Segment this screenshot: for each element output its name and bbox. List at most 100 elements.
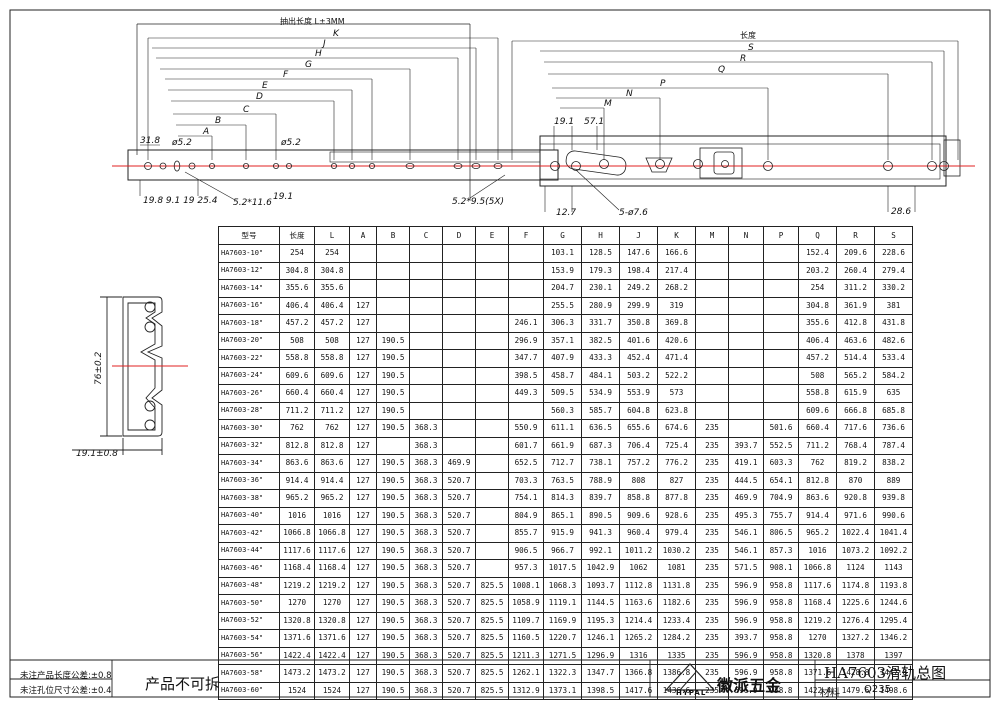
table-cell	[475, 296, 509, 315]
table-cell: 235	[695, 629, 729, 648]
table-cell: 788.9	[581, 471, 620, 490]
table-cell	[508, 261, 544, 280]
table-cell: 814.3	[543, 489, 582, 508]
table-cell: 127	[349, 296, 377, 315]
table-cell: 762	[798, 454, 837, 473]
table-cell: 855.7	[508, 524, 544, 543]
table-cell	[442, 401, 476, 420]
table-cell	[728, 261, 764, 280]
table-cell: 190.5	[376, 366, 410, 385]
table-cell: 190.5	[376, 401, 410, 420]
table-cell	[442, 436, 476, 455]
table-cell: 711.2	[798, 436, 837, 455]
table-cell: 1219.2	[798, 611, 837, 630]
table-cell: 812.8	[279, 436, 315, 455]
table-cell: 1270	[279, 594, 315, 613]
header-m: M	[695, 226, 729, 245]
table-cell: 1066.8	[314, 524, 350, 543]
table-cell: 825.5	[475, 576, 509, 595]
left-dim-letters: K J H G F E D C B A	[202, 29, 340, 137]
brand-logo-text: HYPAL	[676, 689, 707, 697]
model-cell: HA7603-58"	[218, 664, 280, 683]
table-cell: 1498.6	[874, 681, 913, 700]
table-cell: 1422.4	[279, 646, 315, 665]
table-cell: 128.5	[581, 244, 620, 263]
table-cell: 858.8	[619, 489, 658, 508]
table-cell: 501.6	[763, 419, 799, 438]
model-cell: HA7603-54"	[218, 629, 280, 648]
table-cell: 522.2	[657, 366, 696, 385]
table-cell: 1066.8	[798, 559, 837, 578]
header-model: 型号	[218, 226, 280, 245]
table-cell: 1233.4	[657, 611, 696, 630]
table-cell: 1398.5	[581, 681, 620, 700]
table-cell: 661.9	[543, 436, 582, 455]
table-cell: 825.5	[475, 646, 509, 665]
header-j: J	[619, 226, 658, 245]
table-cell	[695, 261, 729, 280]
table-cell: 1073.2	[836, 541, 875, 560]
table-cell: 368.3	[409, 471, 443, 490]
model-cell: HA7603-12"	[218, 261, 280, 280]
dim-letter-r: R	[740, 54, 746, 64]
table-cell	[376, 261, 410, 280]
model-cell: HA7603-46"	[218, 559, 280, 578]
table-cell: 534.9	[581, 384, 620, 403]
table-cell: 870	[836, 471, 875, 490]
table-cell: 368.3	[409, 419, 443, 438]
table-cell	[349, 244, 377, 263]
table-cell: 1347.7	[581, 664, 620, 683]
model-cell: HA7603-14"	[218, 279, 280, 298]
table-cell: 1524	[279, 681, 315, 700]
table-cell: 1068.3	[543, 576, 582, 595]
table-cell: 1284.2	[657, 629, 696, 648]
table-cell: 355.6	[314, 279, 350, 298]
model-cell: HA7603-56"	[218, 646, 280, 665]
table-cell: 190.5	[376, 594, 410, 613]
table-cell: 763.5	[543, 471, 582, 490]
table-cell: 674.6	[657, 419, 696, 438]
dim-slot-5-2x11-6: 5.2*11.6	[233, 198, 272, 208]
table-cell: 520.7	[442, 506, 476, 525]
table-cell: 857.3	[763, 541, 799, 560]
table-cell: 254	[314, 244, 350, 263]
table-cell	[763, 366, 799, 385]
table-cell: 1371.6	[314, 629, 350, 648]
table-cell: 228.6	[874, 244, 913, 263]
header-n: N	[728, 226, 764, 245]
table-cell: 736.6	[874, 419, 913, 438]
table-cell: 655.6	[619, 419, 658, 438]
table-cell: 350.8	[619, 314, 658, 333]
table-cell: 431.8	[874, 314, 913, 333]
table-cell: 571.5	[728, 559, 764, 578]
table-cell: 704.9	[763, 489, 799, 508]
table-cell	[442, 261, 476, 280]
table-cell: 958.8	[763, 611, 799, 630]
header-l: L	[314, 226, 350, 245]
table-cell: 190.5	[376, 419, 410, 438]
table-cell	[695, 384, 729, 403]
header-b: B	[376, 226, 410, 245]
table-cell: 190.5	[376, 471, 410, 490]
dim-31-8: 31.8	[140, 136, 160, 146]
table-cell	[508, 401, 544, 420]
table-cell: 406.4	[279, 296, 315, 315]
table-cell: 520.7	[442, 524, 476, 543]
dim-phi-5-2-left: ø5.2	[171, 138, 192, 148]
table-cell: 368.3	[409, 594, 443, 613]
table-cell	[695, 279, 729, 298]
model-cell: HA7603-44"	[218, 541, 280, 560]
table-cell: 1062	[619, 559, 658, 578]
table-cell: 127	[349, 681, 377, 700]
dim-letter-f: F	[283, 70, 289, 80]
table-cell: 1265.2	[619, 629, 658, 648]
table-cell: 330.2	[874, 279, 913, 298]
dim-hole-5x7-6: 5-ø7.6	[619, 208, 648, 218]
table-cell: 127	[349, 629, 377, 648]
dim-57-1: 57.1	[584, 117, 604, 127]
table-cell: 712.7	[543, 454, 582, 473]
